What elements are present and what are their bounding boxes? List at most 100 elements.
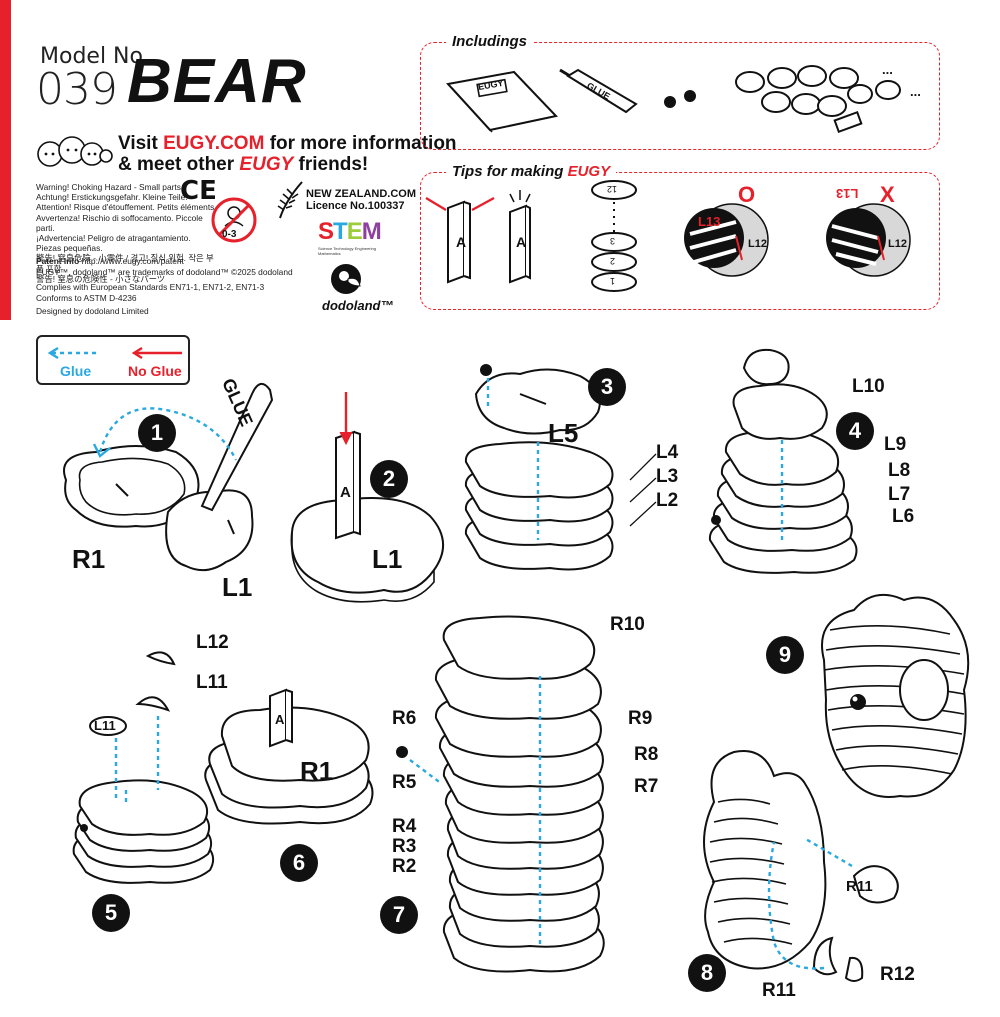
step4-label-l7: L7 xyxy=(888,484,911,505)
trademark-text: EUGY™, dodoland™ are trademarks of dodol… xyxy=(36,266,293,277)
includings-illustration xyxy=(446,65,901,134)
step7-label-r4: R4 xyxy=(392,816,417,837)
tip-correct-top: L13 xyxy=(698,214,721,229)
step9-finished-bear xyxy=(821,593,970,798)
dodo-bird-icon xyxy=(331,264,361,294)
step7-label-r10: R10 xyxy=(610,614,645,635)
tip-piece-label: A xyxy=(456,234,467,250)
step8-illustration xyxy=(703,750,899,982)
step-8-number: 8 xyxy=(688,954,726,992)
step8-label-r12: R12 xyxy=(880,964,915,985)
warning-line: Warning! Choking Hazard - Small parts. xyxy=(36,182,184,192)
includings-box xyxy=(420,42,940,150)
step7-label-r7: R7 xyxy=(634,776,659,797)
red-side-bar xyxy=(0,0,11,320)
designed-by: Designed by dodoland Limited xyxy=(36,306,149,316)
warning-line: ¡Advertencia! Peligro de atragantamiento… xyxy=(36,233,191,254)
step-9-number: 9 xyxy=(766,636,804,674)
compliance-eu: Complies with European Standards EN71-1,… xyxy=(36,282,265,292)
step7-label-r5: R5 xyxy=(392,772,417,793)
step7-illustration xyxy=(396,615,605,973)
tip-wrong-top: L13 xyxy=(836,186,859,201)
step6-label-r1: R1 xyxy=(300,756,334,786)
age-warning-icon xyxy=(211,197,257,243)
step-7-number: 7 xyxy=(380,896,418,934)
eugy-link[interactable]: EUGY.COM xyxy=(163,133,265,154)
legend-arrows xyxy=(47,346,182,360)
step3-label-l2: L2 xyxy=(656,490,679,511)
step3-label-l3: L3 xyxy=(656,466,679,487)
age-label: 0-3 xyxy=(222,229,237,240)
step3-label-l5: L5 xyxy=(548,418,579,448)
tip-piece-label-2: A xyxy=(516,234,527,250)
step6-illustration xyxy=(204,688,374,825)
step7-label-r3: R3 xyxy=(392,836,417,857)
step7-label-r9: R9 xyxy=(628,708,653,729)
eugy-brand: EUGY xyxy=(239,154,294,175)
step-5-number: 5 xyxy=(92,894,130,932)
step1-label-l1: L1 xyxy=(222,572,253,602)
tips-title: Tips for making EUGY xyxy=(446,163,617,180)
warning-line: Avvertenza! Rischio di soffocamento. Pic… xyxy=(36,212,203,233)
compliance-astm: Conforms to ASTM D-4236 xyxy=(36,292,137,303)
visit-message: Visit EUGY.COM for more information & me… xyxy=(118,133,457,175)
choking-warnings: Warning! Choking Hazard - Small parts. A… xyxy=(36,182,218,284)
legend-no-glue: No Glue xyxy=(128,363,182,379)
stack-label: 12 xyxy=(607,184,618,194)
step1-illustration xyxy=(63,383,274,572)
step-6-number: 6 xyxy=(280,844,318,882)
step3-label-l4: L4 xyxy=(656,442,679,463)
step3-illustration xyxy=(464,364,614,571)
nz-licence-number: Licence No.100337 xyxy=(306,200,405,212)
tip-correct-mark: O xyxy=(738,182,756,207)
visit-text-2: for more information xyxy=(264,133,457,154)
step4-label-l8: L8 xyxy=(888,460,911,481)
stack-label: 2 xyxy=(610,256,616,266)
patent-block: Patent Info http://www.eugy.com/patent E… xyxy=(36,256,296,317)
includings-ellipsis: ... xyxy=(882,62,893,77)
legend-glue: Glue xyxy=(60,363,92,379)
model-name: BEAR xyxy=(127,47,307,116)
step4-label-l9: L9 xyxy=(884,434,907,455)
tips-box xyxy=(420,172,940,310)
step-1-number: 1 xyxy=(138,414,176,452)
tips-title-text: Tips for making xyxy=(452,163,568,180)
ce-mark: CE xyxy=(180,176,217,206)
step2-label-l1: L1 xyxy=(372,544,403,574)
step4-label-l10: L10 xyxy=(852,376,885,397)
tips-illustration xyxy=(425,180,911,292)
step7-label-r8: R8 xyxy=(634,744,659,765)
step4-illustration xyxy=(708,348,858,574)
visit-text-3: & meet other xyxy=(118,154,240,175)
step5-label-l11: L11 xyxy=(196,672,228,693)
step2-label-a: A xyxy=(340,484,351,501)
tip-wrong-bottom: L12 xyxy=(888,238,907,250)
stem-subtitle: Science Technology Engineering Mathemati… xyxy=(318,246,376,256)
glue-legend: Glue No Glue xyxy=(36,335,190,385)
fern-icon xyxy=(277,181,303,219)
tip-correct-bottom: L12 xyxy=(748,238,767,250)
stack-label: 1 xyxy=(610,276,616,286)
step5-label-l11-disc: L11 xyxy=(94,718,116,733)
warning-line: Attention! Risque d'étouffement. Petits … xyxy=(36,202,217,213)
visit-text-4: friends! xyxy=(293,154,369,175)
step8-label-r11: R11 xyxy=(846,878,873,895)
visit-text: Visit xyxy=(118,133,164,154)
dodoland-logo: dodoland™ xyxy=(322,298,394,313)
step1-label-r1: R1 xyxy=(72,544,106,574)
step-2-number: 2 xyxy=(370,460,408,498)
includings-ellipsis-2: ... xyxy=(910,84,921,99)
step2-illustration xyxy=(290,392,445,603)
stack-label: 3 xyxy=(610,236,616,246)
tips-brand: EUGY xyxy=(567,163,611,180)
includings-title: Includings xyxy=(446,33,533,50)
step8-label-r11-2: R11 xyxy=(762,980,796,1001)
eugy-characters-icon xyxy=(37,136,113,167)
step7-label-r2: R2 xyxy=(392,856,417,877)
nz-licence: NEW ZEALAND.COM Licence No.100337 xyxy=(306,188,416,212)
stem-logo: STEM xyxy=(318,218,382,245)
model-number: 039 xyxy=(36,64,118,115)
warning-line: 警告! 窒息の危険性 - 小さなパーツ xyxy=(36,273,166,284)
patent-url[interactable]: http://www.eugy.com/patent xyxy=(79,256,184,266)
tip-wrong-mark: X xyxy=(880,182,895,207)
